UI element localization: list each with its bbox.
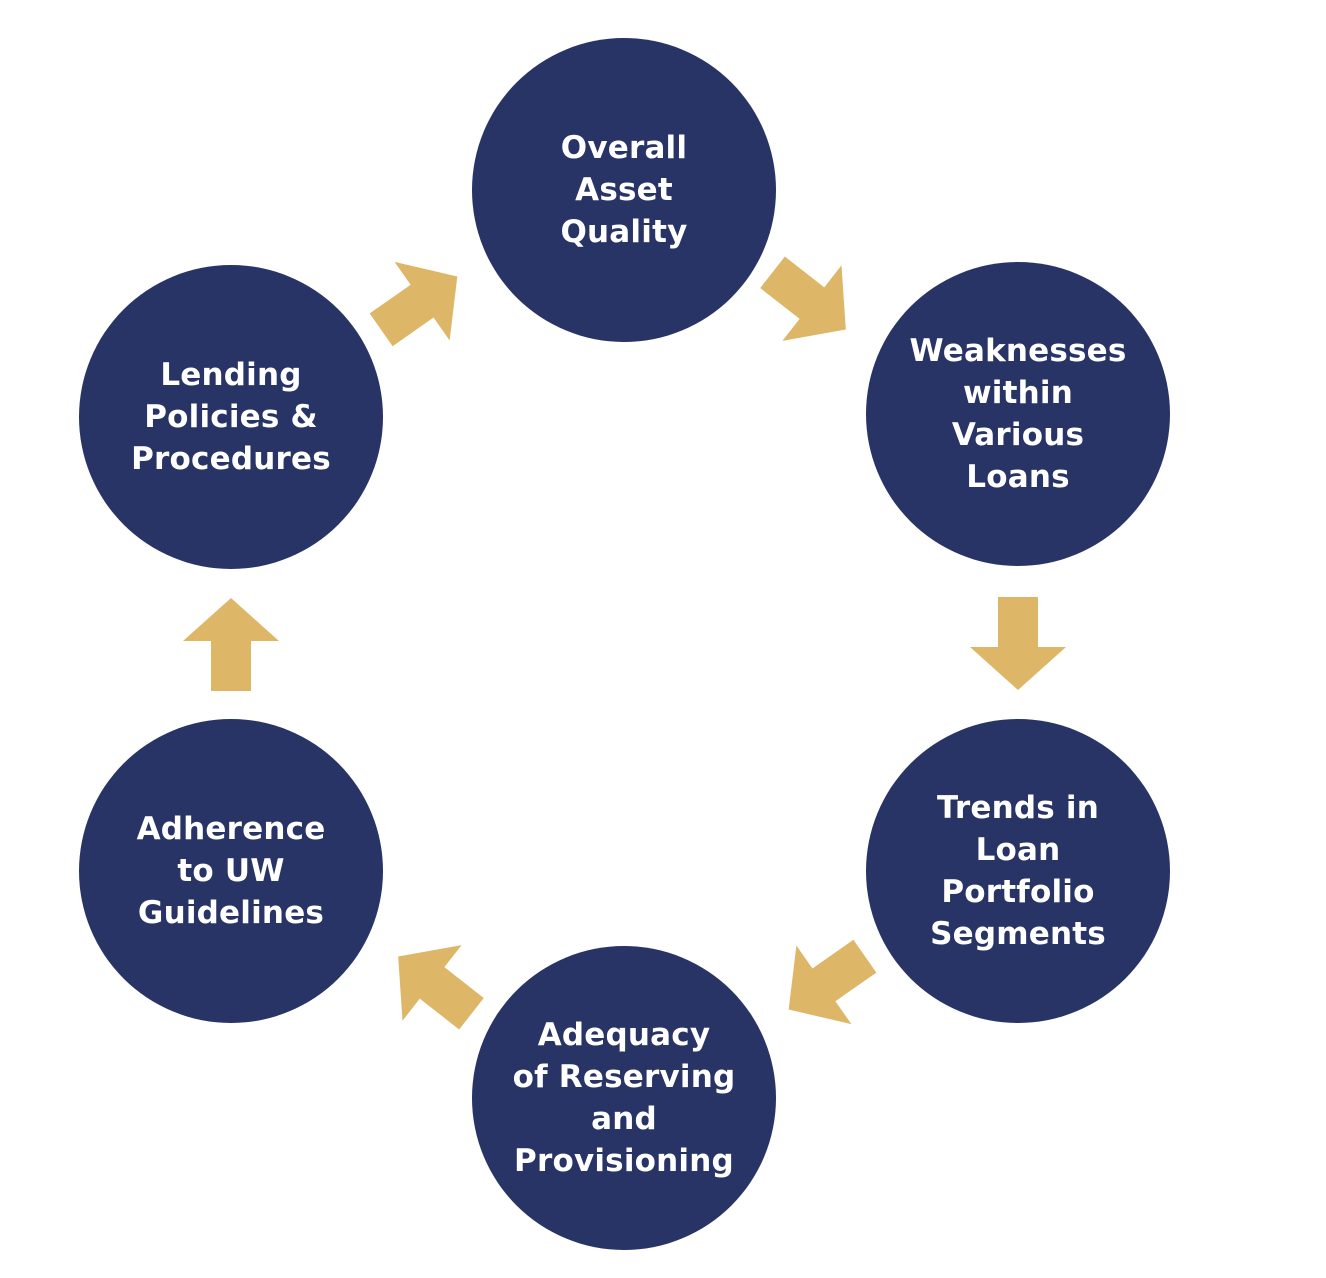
arrow-4-to-5 (368, 918, 502, 1052)
node-label: Adequacy of Reserving and Provisioning (512, 1017, 736, 1179)
node-adherence-to-uw-guidelines: Adherence to UW Guidelines (79, 719, 383, 1023)
node-lending-policies-procedures: Lending Policies & Procedures (79, 265, 383, 569)
node-label: Adherence to UW Guidelines (136, 811, 326, 931)
arrow-6-to-1 (353, 237, 485, 370)
node-label: Trends in Loan Portfolio Segments (930, 790, 1106, 952)
arrow-5-to-6 (183, 598, 279, 691)
node-adequacy-of-reserving-and-provisioning: Adequacy of Reserving and Provisioning (472, 946, 776, 1250)
arrow-2-to-3 (970, 597, 1066, 690)
arrow-3-to-4 (761, 916, 893, 1049)
node-overall-asset-quality: Overall Asset Quality (472, 38, 776, 342)
node-label: Overall Asset Quality (560, 130, 688, 250)
node-weaknesses-within-various-loans: Weaknesses within Various Loans (866, 262, 1170, 566)
arrow-1-to-2 (742, 234, 876, 368)
node-label: Weaknesses within Various Loans (909, 333, 1127, 495)
node-trends-in-loan-portfolio-segments: Trends in Loan Portfolio Segments (866, 719, 1170, 1023)
node-label: Lending Policies & Procedures (131, 357, 331, 477)
